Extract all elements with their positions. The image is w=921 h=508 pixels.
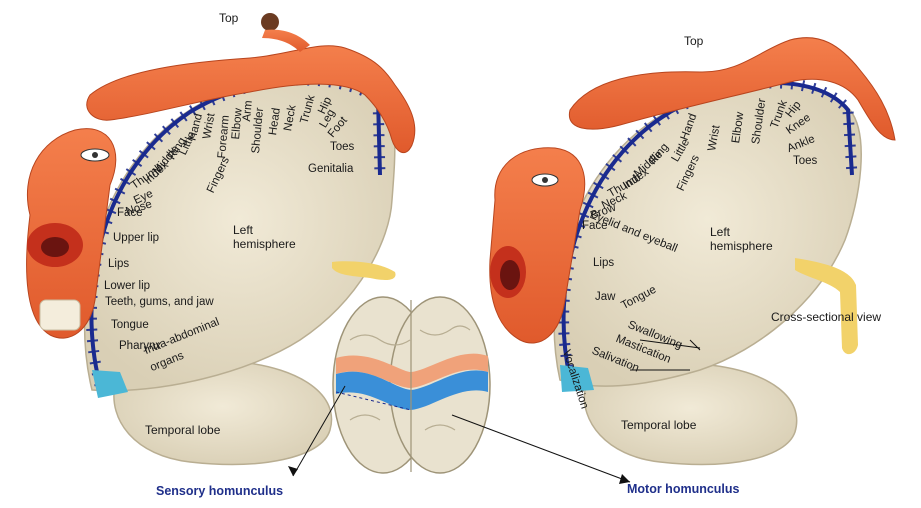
motor-label-toes: Toes <box>793 155 818 167</box>
sensory-strip-band <box>336 370 488 410</box>
sensory-label-lower-lip: Lower lip <box>104 280 151 292</box>
sensory-hemisphere-label: Left hemisphere <box>233 223 296 251</box>
sensory-hemisphere-line2: hemisphere <box>233 237 296 251</box>
cross-section-strip <box>795 258 858 355</box>
top-view-brain <box>288 296 631 484</box>
sensory-label-teeth: Teeth, gums, and jaw <box>105 296 214 308</box>
sensory-cortex-section <box>26 13 416 466</box>
sensory-hemisphere-line1: Left <box>233 223 254 237</box>
motor-brainstem <box>560 365 594 392</box>
sensory-label-face: Face <box>117 207 143 219</box>
sensory-label-pharynx: Pharynx <box>119 340 162 352</box>
sensory-teeth <box>39 299 81 331</box>
motor-label-face: Face <box>582 220 608 232</box>
cross-section-label: Cross-sectional view <box>771 310 882 324</box>
motor-function-arrows <box>630 339 701 371</box>
motor-body-figure <box>568 37 896 141</box>
sensory-leg <box>262 29 310 52</box>
sensory-body-figure <box>86 45 416 154</box>
motor-top-label: Top <box>684 34 704 48</box>
sensory-label-tongue: Tongue <box>111 319 149 331</box>
motor-caption: Motor homunculus <box>627 482 740 496</box>
sensory-label-lips: Lips <box>108 258 130 270</box>
motor-label-jaw: Jaw <box>595 291 616 303</box>
sensory-mouth <box>41 237 69 257</box>
sensory-brainstem <box>92 370 128 398</box>
sensory-temporal-label: Temporal lobe <box>145 423 221 437</box>
sensory-label-upper-lip: Upper lip <box>113 232 160 244</box>
sensory-foot-toe <box>261 13 279 31</box>
sensory-label-genitalia: Genitalia <box>308 163 354 175</box>
sensory-pointer-line <box>292 385 346 477</box>
motor-hemisphere-label: Left hemisphere <box>710 225 773 253</box>
motor-hemisphere-line2: hemisphere <box>710 239 773 253</box>
motor-hemisphere-line1: Left <box>710 225 731 239</box>
motor-hemisphere-shape <box>553 81 862 387</box>
sensory-caption: Sensory homunculus <box>156 484 284 498</box>
motor-temporal-label: Temporal lobe <box>621 418 697 432</box>
motor-pointer-line <box>451 414 631 483</box>
sensory-top-label: Top <box>219 11 239 25</box>
sensory-label-toes: Toes <box>330 141 355 153</box>
motor-label-lips: Lips <box>593 257 615 269</box>
sensory-yellow-strip <box>332 261 396 280</box>
motor-cortex-section <box>332 37 896 466</box>
motor-strip-band <box>336 353 488 388</box>
